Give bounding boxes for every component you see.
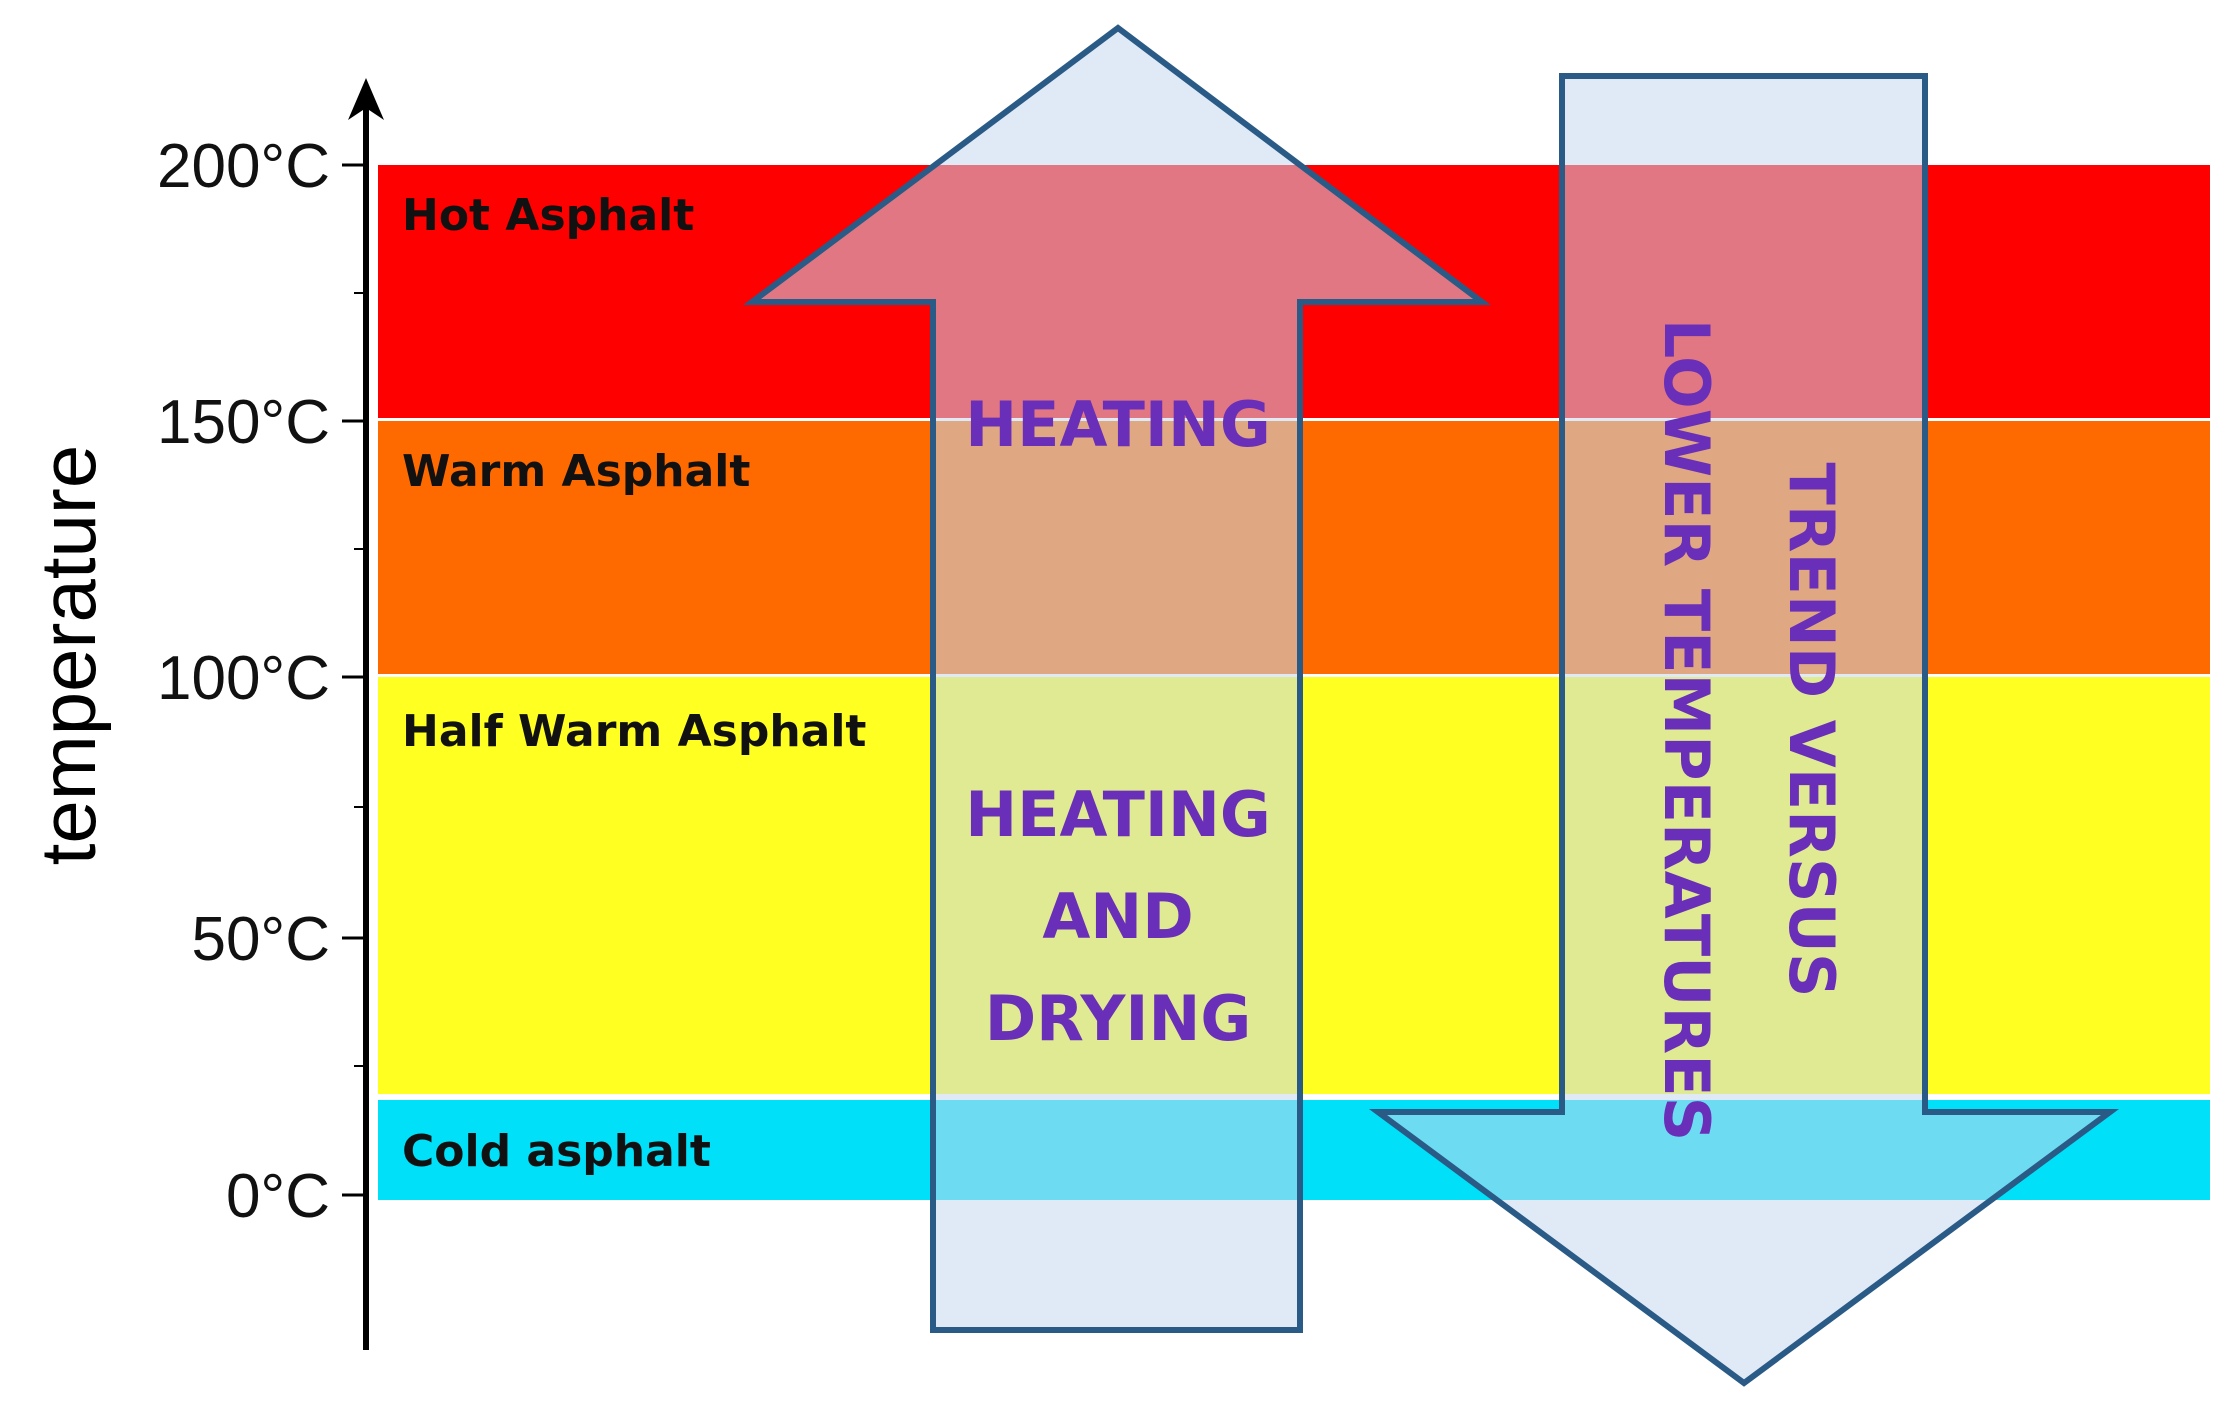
heating-drying-line-2: AND — [1042, 880, 1193, 953]
axis-arrowhead-icon — [348, 78, 384, 120]
heating-up-arrow-icon — [742, 24, 1491, 1333]
trend-text-line-1: LOWER TEMPERATURES — [1650, 319, 1723, 1142]
axis-title: temperature — [24, 445, 112, 866]
temperature-axis — [342, 78, 384, 1350]
tick-label-200: 200°C — [157, 132, 330, 201]
tick-label-50: 50°C — [191, 905, 330, 974]
heating-drying-line-3: DRYING — [985, 982, 1252, 1055]
heating-label: HEATING — [965, 388, 1271, 461]
band-label-cold: Cold asphalt — [402, 1126, 711, 1177]
trend-text-line-2: TREND VERSUS — [1775, 462, 1848, 997]
band-label-half-warm: Half Warm Asphalt — [402, 706, 866, 757]
trend-down-arrow-icon — [1368, 73, 2120, 1387]
tick-label-100: 100°C — [157, 644, 330, 713]
band-label-hot: Hot Asphalt — [402, 190, 694, 241]
tick-label-150: 150°C — [157, 388, 330, 457]
heating-drying-line-1: HEATING — [965, 778, 1271, 851]
band-label-warm: Warm Asphalt — [402, 446, 750, 497]
tick-label-0: 0°C — [226, 1162, 330, 1231]
